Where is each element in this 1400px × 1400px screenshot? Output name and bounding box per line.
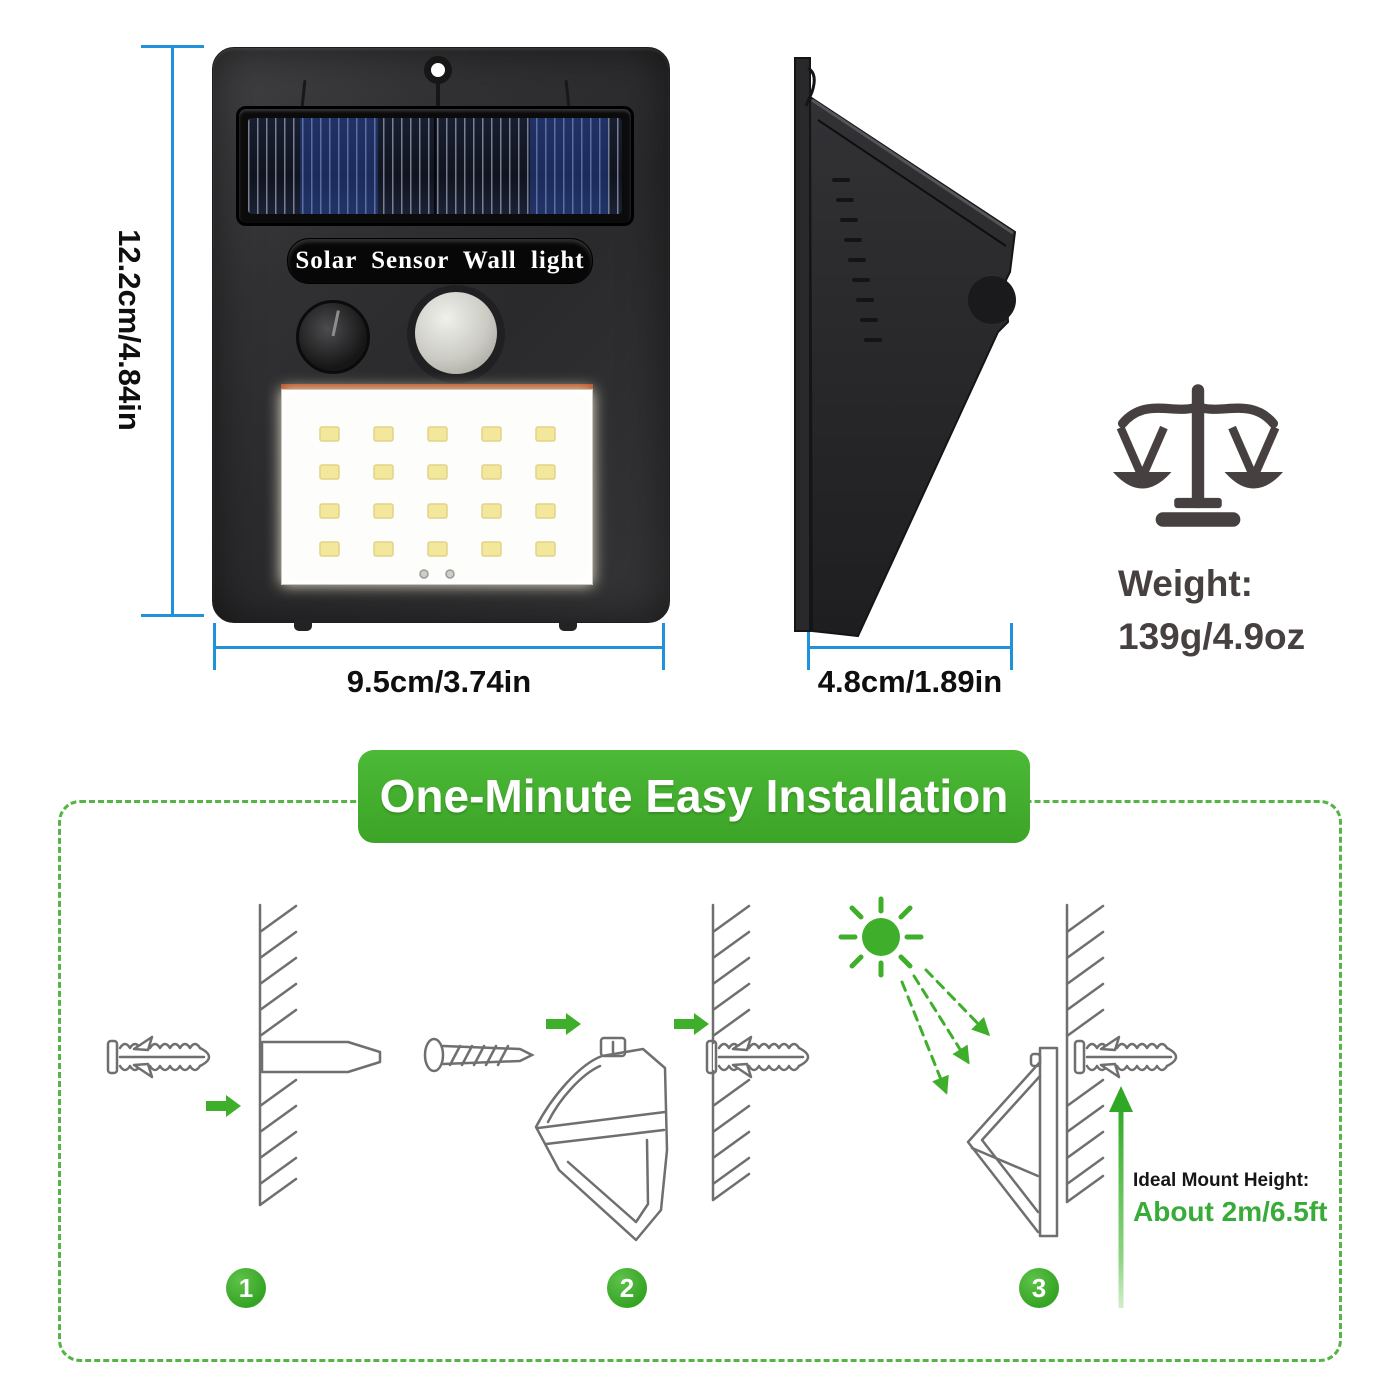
mount-height-label: Ideal Mount Height: [1133, 1170, 1310, 1191]
mount-height-value: About 2m/6.5ft [1133, 1196, 1328, 1227]
solar-panel-blue-band [300, 118, 378, 214]
drilled-hole [260, 1040, 382, 1074]
mounting-hook [804, 66, 816, 107]
depth-dimension-label: 4.8cm/1.89in [817, 664, 1003, 699]
panel-edge-shadow [817, 119, 1007, 247]
product-label: Solar Sensor Wall light [287, 238, 593, 284]
green-arrow-icon [206, 1095, 241, 1117]
weight-title: Weight: [1118, 563, 1253, 604]
weight-value: 139g/4.9oz [1118, 615, 1306, 657]
height-dimension-cap-bottom [141, 614, 204, 617]
panel-screws [419, 569, 455, 579]
height-dimension-line [171, 46, 174, 616]
side-view-photo [794, 57, 1017, 638]
led-grid [319, 426, 556, 579]
depth-dimension-cap-right [1010, 623, 1013, 670]
width-dimension-label: 9.5cm/3.74in [346, 664, 532, 699]
height-dimension-cap-top [141, 45, 204, 48]
solar-panel-divider [434, 118, 436, 214]
width-dimension-cap-left [213, 623, 216, 670]
solar-panel-blue-band [530, 118, 608, 214]
green-arrow-icon [674, 1013, 709, 1035]
led-panel-top-strip [281, 384, 593, 390]
step1-illustration [106, 903, 382, 1207]
side-sensor-bump [968, 276, 1016, 324]
installation-title-banner: One-Minute Easy Installation [358, 750, 1030, 843]
wall-anchor-icon [705, 1035, 815, 1079]
bottom-tab-left [294, 620, 312, 631]
width-dimension-line [213, 646, 665, 649]
step-badge-3: 3 [1019, 1268, 1059, 1308]
step3-illustration [838, 896, 1183, 1308]
weight-block: Weight: 139g/4.9oz [1118, 558, 1305, 663]
led-panel [281, 389, 593, 585]
lamp-outline-front [534, 1036, 669, 1242]
side-vents [832, 178, 882, 342]
lamp-body-side [808, 95, 1017, 638]
mounting-hole [424, 56, 452, 84]
pir-sensor-dome [415, 292, 497, 374]
screw-icon [423, 1037, 534, 1073]
wall-anchor-icon [106, 1035, 216, 1079]
mounting-hole-slot [436, 82, 440, 107]
depth-dimension-cap-left [807, 623, 810, 670]
depth-dimension-line [807, 646, 1013, 649]
sun-rays-dashed [900, 968, 991, 1095]
mount-height-arrow [1109, 1086, 1133, 1308]
step-badge-2: 2 [607, 1268, 647, 1308]
wall-hatch [1065, 903, 1105, 1204]
step-badge-1: 1 [226, 1268, 266, 1308]
step2-illustration [423, 903, 815, 1242]
green-arrow-icon [546, 1013, 581, 1035]
wall-anchor-icon [1073, 1035, 1183, 1079]
lamp-outline-side [966, 1046, 1059, 1238]
panel-edge-highlight [811, 98, 1014, 235]
sun-icon [838, 896, 924, 978]
width-dimension-cap-right [662, 623, 665, 670]
power-knob [296, 300, 370, 374]
scale-icon [1112, 384, 1284, 527]
bottom-tab-right [559, 620, 577, 631]
wall-hatch [258, 903, 298, 1207]
